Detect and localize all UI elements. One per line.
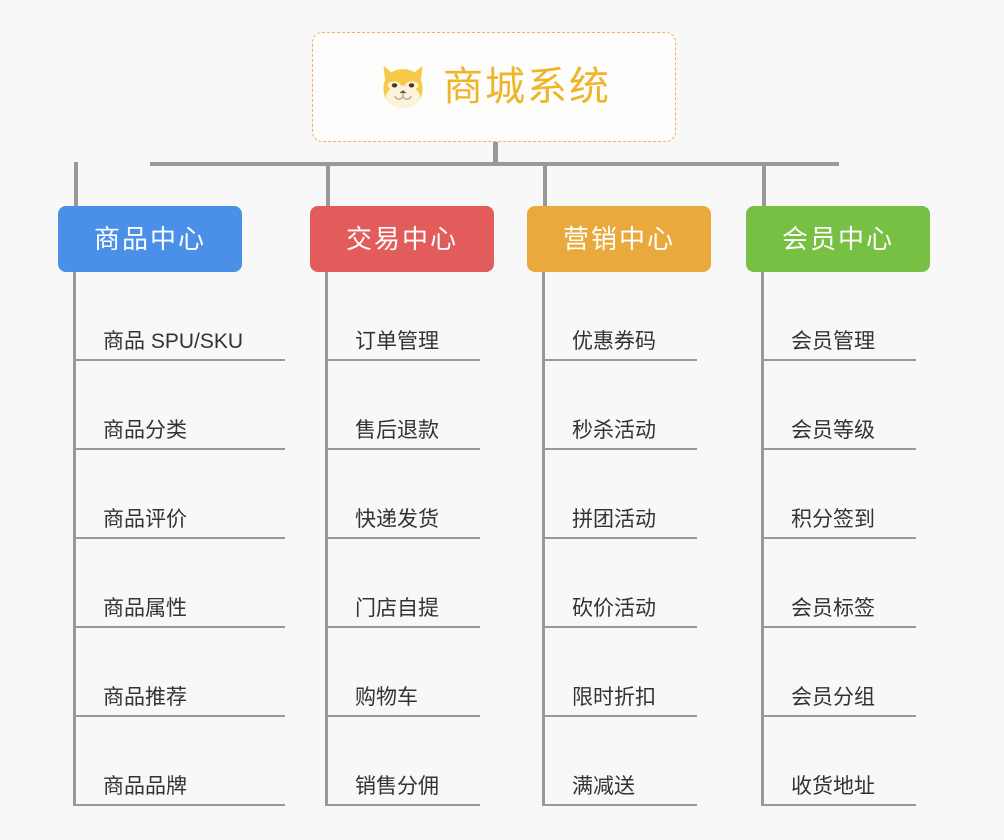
leaf-underline [73, 626, 285, 628]
leaf-item-label: 优惠券码 [572, 330, 656, 353]
category-header-2[interactable]: 交易中心 [310, 206, 494, 272]
branch-column-2: 订单管理售后退款快递发货门店自提购物车销售分佣 [325, 272, 480, 806]
category-header-4[interactable]: 会员中心 [746, 206, 930, 272]
category-header-label: 商品中心 [93, 224, 206, 254]
leaf-item-label: 订单管理 [355, 330, 439, 353]
leaf-item[interactable]: 会员等级 [761, 361, 916, 450]
leaf-item[interactable]: 商品 SPU/SKU [73, 272, 285, 361]
category-header-3[interactable]: 营销中心 [527, 206, 711, 272]
leaf-item[interactable]: 门店自提 [325, 539, 480, 628]
connector-horizontal-bus [150, 162, 839, 166]
leaf-item-label: 商品评价 [103, 508, 187, 531]
leaf-item-label: 快递发货 [355, 508, 439, 531]
connector-root-stem [493, 142, 498, 166]
leaf-underline [325, 359, 480, 361]
branch-spine [325, 272, 328, 806]
leaf-item[interactable]: 订单管理 [325, 272, 480, 361]
leaf-item[interactable]: 砍价活动 [542, 539, 697, 628]
leaf-item[interactable]: 商品评价 [73, 450, 285, 539]
connector-drop-2 [326, 162, 330, 206]
leaf-item-label: 限时折扣 [572, 686, 656, 709]
leaf-item-label: 满减送 [572, 775, 635, 798]
leaf-item-label: 售后退款 [355, 419, 439, 442]
leaf-item-label: 收货地址 [791, 775, 875, 798]
leaf-item[interactable]: 会员管理 [761, 272, 916, 361]
leaf-item-label: 门店自提 [355, 597, 439, 620]
leaf-item-label: 商品推荐 [103, 686, 187, 709]
leaf-item-label: 会员分组 [791, 686, 875, 709]
branch-column-4: 会员管理会员等级积分签到会员标签会员分组收货地址 [761, 272, 916, 806]
leaf-item-label: 秒杀活动 [572, 419, 656, 442]
leaf-item[interactable]: 销售分佣 [325, 717, 480, 806]
leaf-item-label: 商品品牌 [103, 775, 187, 798]
leaf-underline [542, 804, 697, 806]
connector-drop-1 [74, 162, 78, 206]
leaf-underline [761, 626, 916, 628]
leaf-item[interactable]: 商品属性 [73, 539, 285, 628]
leaf-item-label: 销售分佣 [355, 775, 439, 798]
leaf-item-label: 商品分类 [103, 419, 187, 442]
leaf-underline [542, 626, 697, 628]
branch-spine [73, 272, 76, 806]
category-header-label: 交易中心 [345, 224, 458, 254]
leaf-item[interactable]: 售后退款 [325, 361, 480, 450]
leaf-underline [542, 537, 697, 539]
leaf-underline [325, 804, 480, 806]
branch-column-1: 商品 SPU/SKU 商品分类商品评价商品属性商品推荐商品品牌 [73, 272, 285, 806]
leaf-item-label: 会员等级 [791, 419, 875, 442]
leaf-underline [73, 715, 285, 717]
leaf-item[interactable]: 限时折扣 [542, 628, 697, 717]
leaf-underline [761, 715, 916, 717]
shiba-dog-icon [383, 65, 423, 109]
leaf-item[interactable]: 拼团活动 [542, 450, 697, 539]
leaf-underline [325, 537, 480, 539]
branch-spine [761, 272, 764, 806]
leaf-underline [542, 359, 697, 361]
root-node[interactable]: 商城系统 [312, 32, 676, 142]
leaf-underline [325, 626, 480, 628]
connector-drop-3 [543, 162, 547, 206]
leaf-item[interactable]: 会员标签 [761, 539, 916, 628]
leaf-item-label: 购物车 [355, 686, 418, 709]
leaf-underline [325, 715, 480, 717]
leaf-item[interactable]: 购物车 [325, 628, 480, 717]
leaf-underline [73, 804, 285, 806]
leaf-underline [542, 448, 697, 450]
leaf-item[interactable]: 商品推荐 [73, 628, 285, 717]
leaf-underline [761, 448, 916, 450]
leaf-item[interactable]: 会员分组 [761, 628, 916, 717]
leaf-underline [73, 537, 285, 539]
leaf-item-label: 积分签到 [791, 508, 875, 531]
root-title: 商城系统 [443, 65, 611, 109]
leaf-item[interactable]: 收货地址 [761, 717, 916, 806]
leaf-underline [325, 448, 480, 450]
leaf-underline [761, 804, 916, 806]
leaf-underline [73, 359, 285, 361]
leaf-item-label: 砍价活动 [572, 597, 656, 620]
leaf-underline [73, 448, 285, 450]
leaf-item-label: 会员标签 [791, 597, 875, 620]
leaf-item-label: 商品 SPU/SKU [103, 330, 244, 353]
category-header-label: 营销中心 [562, 224, 675, 254]
leaf-item-label: 拼团活动 [572, 508, 656, 531]
leaf-item[interactable]: 快递发货 [325, 450, 480, 539]
leaf-item[interactable]: 商品分类 [73, 361, 285, 450]
branch-spine [542, 272, 545, 806]
category-header-1[interactable]: 商品中心 [58, 206, 242, 272]
leaf-underline [761, 359, 916, 361]
leaf-item[interactable]: 秒杀活动 [542, 361, 697, 450]
leaf-underline [542, 715, 697, 717]
leaf-item[interactable]: 优惠券码 [542, 272, 697, 361]
leaf-item[interactable]: 商品品牌 [73, 717, 285, 806]
leaf-item-label: 会员管理 [791, 330, 875, 353]
connector-drop-4 [762, 162, 766, 206]
leaf-item[interactable]: 积分签到 [761, 450, 916, 539]
leaf-underline [761, 537, 916, 539]
category-header-label: 会员中心 [781, 224, 894, 254]
leaf-item[interactable]: 满减送 [542, 717, 697, 806]
branch-column-3: 优惠券码秒杀活动拼团活动砍价活动限时折扣满减送 [542, 272, 697, 806]
leaf-item-label: 商品属性 [103, 597, 187, 620]
